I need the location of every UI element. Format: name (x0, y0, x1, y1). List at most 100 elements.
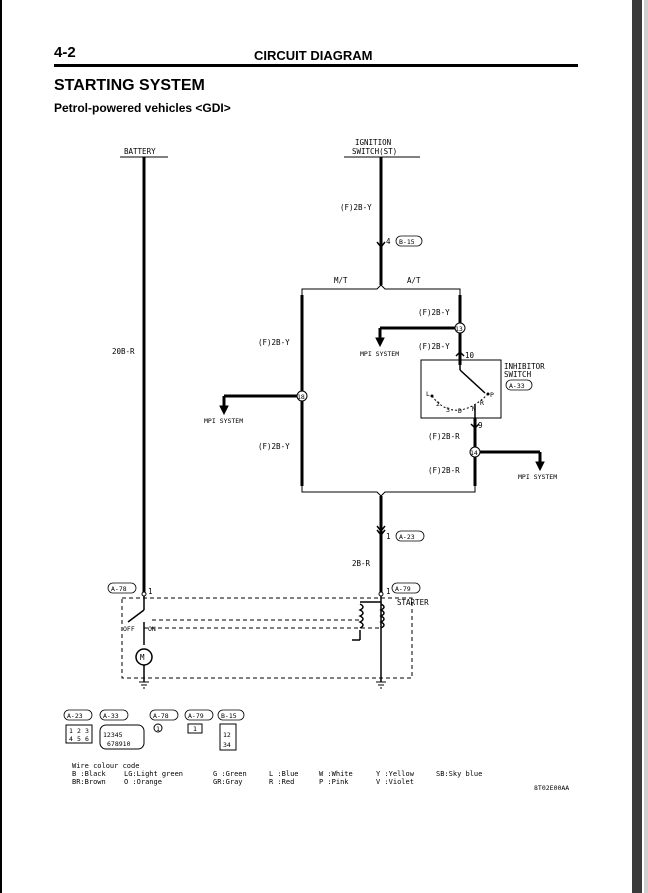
idx-a23-badge (63, 709, 93, 721)
connector-index: A-23 1 2 3 4 5 6 A-33 12345 678910 A-78 … (63, 709, 245, 751)
at-label: A/T (407, 276, 421, 285)
legend-sb: SB:Sky blue (436, 770, 482, 778)
motor-label: M (140, 653, 145, 662)
idx-a33-badge (99, 709, 129, 721)
idx-a33-connector (99, 724, 145, 750)
idx-a23-pin3: 3 (85, 727, 89, 735)
idx-b15-pins-row2: 34 (223, 741, 231, 749)
legend-lg: LG:Light green (124, 770, 183, 778)
legend-gr: GR:Gray (213, 778, 243, 786)
mpi-right-lower-arrow (535, 461, 545, 472)
legend-o: O :Orange (124, 778, 162, 786)
a79-label: A-79 (395, 585, 411, 593)
junction-18-label: 18 (297, 393, 305, 401)
wire-colour-legend: Wire colour code B :Black LG:Light green… (72, 762, 482, 786)
at-wire-label-2: (F)2B-Y (418, 342, 450, 351)
pin9-connector-mark (470, 423, 480, 430)
pos-r: R (480, 399, 484, 407)
junctions (141, 322, 490, 597)
pos-3: 3 (446, 406, 450, 414)
battery-label: BATTERY (124, 147, 156, 156)
idx-a79-badge (184, 709, 214, 721)
brace-bottom (301, 486, 476, 497)
pos-2: 2 (436, 400, 440, 408)
pull-in-coil (358, 603, 364, 629)
idx-a78-connector (153, 723, 163, 733)
a78-label: A-78 (111, 585, 127, 593)
idx-a33-pins-row1: 12345 (103, 731, 123, 739)
legend-br: BR:Brown (72, 778, 106, 786)
page-number: 4-2 (54, 44, 76, 61)
figure-code: 8T02E00AA (534, 784, 569, 792)
off-label: OFF (123, 625, 135, 633)
starter-label: STARTER (397, 598, 429, 607)
inhibitor-pos-l-dot (430, 394, 434, 398)
idx-b15-label: B-15 (221, 712, 237, 720)
junction-13-label: 13 (455, 325, 463, 333)
a23-connector-mark (376, 525, 386, 533)
page-left-edge (0, 0, 2, 893)
idx-a23-label: A-23 (67, 712, 83, 720)
inhibitor-label-2: SWITCH (504, 370, 532, 379)
junction-14-label: 14 (470, 449, 478, 457)
wire-label-top: (F)2B-Y (340, 203, 372, 212)
ignition-label-2: SWITCH(ST) (352, 147, 397, 156)
page-right-shadow (644, 0, 648, 893)
idx-a78-label: A-78 (153, 712, 169, 720)
pos-l: L (426, 390, 430, 398)
a33-badge (505, 379, 533, 391)
pin-10: 10 (465, 351, 475, 360)
junction-13 (454, 322, 466, 334)
at-wire-label-1: (F)2B-Y (418, 308, 450, 317)
idx-a78-badge (149, 709, 179, 721)
pin-1-a78: 1 (148, 587, 153, 596)
pin10-connector-mark (455, 350, 465, 357)
inhibitor-switch-box (420, 359, 502, 419)
mpi-right-upper-arrow (375, 337, 385, 348)
legend-y: Y :Yellow (376, 770, 415, 778)
inhibitor-arc (431, 393, 489, 411)
pin-9: 9 (478, 421, 483, 430)
idx-a23-pin2: 2 (77, 727, 81, 735)
a23-badge (395, 530, 425, 542)
b15-label: B-15 (399, 238, 415, 246)
a33-label: A-33 (509, 382, 525, 390)
legend-w: W :White (319, 770, 353, 778)
inhibitor-contact-arm (459, 369, 486, 394)
legend-v: V :Violet (376, 778, 414, 786)
idx-a23-pin1: 1 (69, 727, 73, 735)
idx-a23-pin5: 5 (77, 735, 81, 743)
terminal-a78 (141, 591, 147, 597)
inhibitor-label-1: INHIBITOR (504, 362, 545, 371)
mpi-right-lower-label: MPI SYSTEM (518, 473, 557, 481)
legend-p: P :Pink (319, 778, 349, 786)
brace-top (301, 284, 461, 295)
legend-title: Wire colour code (72, 762, 139, 770)
pos-n: N (472, 405, 476, 413)
a79-badge (391, 582, 421, 594)
page-title: CIRCUIT DIAGRAM (254, 48, 373, 63)
idx-a79-label: A-79 (188, 712, 204, 720)
ignition-label-1: IGNITION (355, 138, 391, 147)
starter-wire-label: 2B-R (352, 559, 371, 568)
battery-wire-label: 20B-R (112, 347, 135, 356)
at-wire-label-4: (F)2B-R (428, 466, 460, 475)
a23-connector-mark-2 (376, 529, 386, 537)
pin-1-a23: 1 (386, 532, 391, 541)
mt-label: M/T (334, 276, 348, 285)
idx-a78-pin: 1 (156, 725, 160, 733)
pos-p: P (490, 391, 494, 399)
b15-connector-mark (376, 241, 386, 249)
junction-18 (296, 390, 308, 402)
idx-a33-label: A-33 (103, 712, 119, 720)
pin-4: 4 (386, 237, 391, 246)
mpi-left-label: MPI SYSTEM (204, 417, 243, 425)
legend-b: B :Black (72, 770, 107, 778)
idx-b15-badge (217, 709, 245, 721)
inhibitor-pos-p-dot (486, 392, 490, 396)
mt-wire-label-1: (F)2B-Y (258, 338, 290, 347)
terminal-a79 (378, 591, 384, 597)
mpi-left-arrow (219, 405, 229, 416)
mt-wire-label-2: (F)2B-Y (258, 442, 290, 451)
